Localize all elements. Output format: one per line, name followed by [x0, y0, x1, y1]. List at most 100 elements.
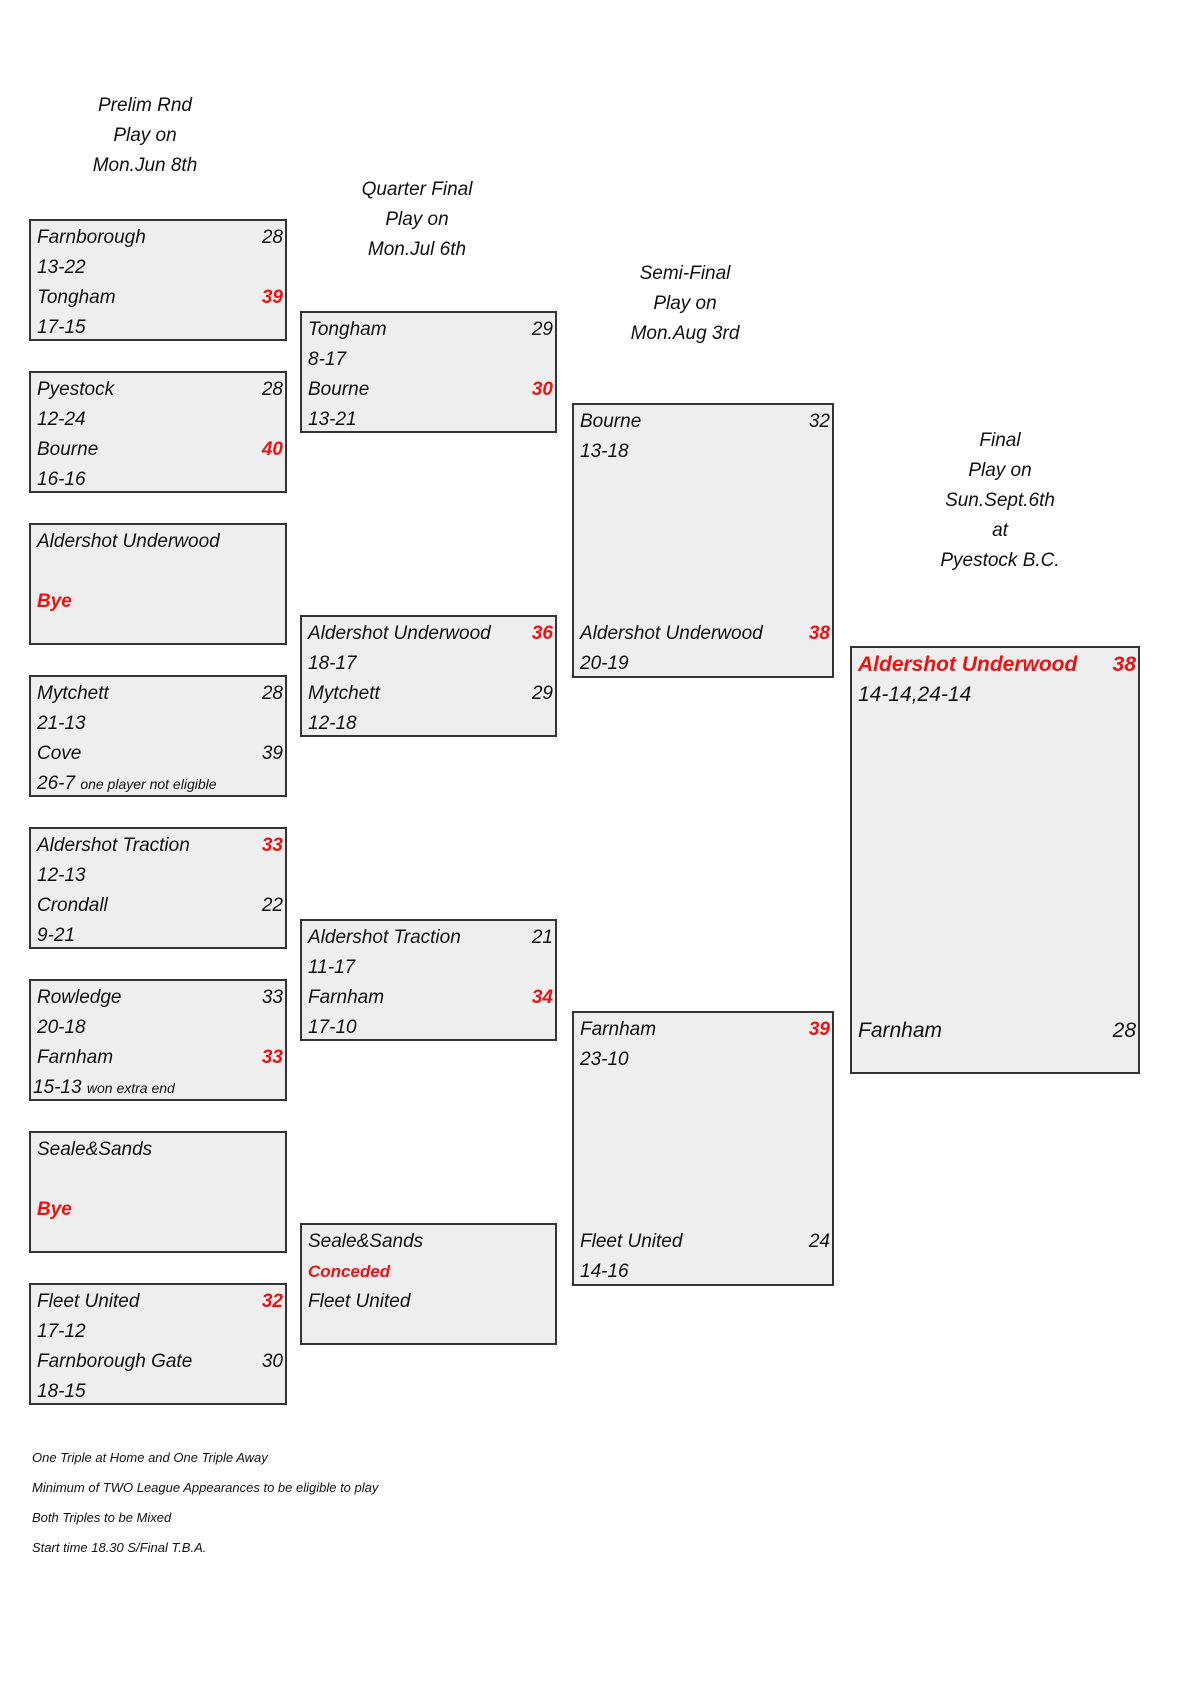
- team-name: Mytchett: [37, 683, 109, 704]
- team-name: Pyestock: [37, 379, 115, 400]
- team-score: 29: [531, 319, 553, 340]
- rink-scores: 13-21: [308, 409, 357, 430]
- prelim-heading-line: Play on: [113, 125, 177, 146]
- match-note: one player not eligible: [80, 776, 217, 792]
- rink-scores: 12-18: [308, 713, 357, 734]
- quarter-heading-line: Play on: [385, 209, 449, 230]
- winning-score: 39: [808, 1019, 830, 1040]
- team-name: Cove: [37, 743, 82, 764]
- rink-scores: 23-10: [580, 1049, 629, 1070]
- rink-scores: 12-24: [37, 409, 86, 430]
- team-name: Tongham: [308, 319, 387, 340]
- quarter-match-1: Tongham 29 8-17 Bourne 30 13-21: [300, 311, 557, 433]
- final-heading-line: Final: [979, 430, 1021, 451]
- team-name: Aldershot Traction: [308, 927, 461, 948]
- winning-score: 30: [531, 379, 553, 400]
- final-winner-name: Aldershot Underwood: [858, 653, 1078, 676]
- semi-heading: Semi-Final Play on Mon.Aug 3rd: [595, 259, 775, 349]
- team-name: Aldershot Underwood: [37, 531, 220, 552]
- team-score: 22: [261, 895, 283, 916]
- team-name: Farnham: [37, 1047, 114, 1068]
- winning-score: 38: [808, 623, 830, 644]
- rink-scores: 21-13: [37, 713, 86, 734]
- rink-scores: 13-18: [580, 441, 629, 462]
- footnote: Both Triples to be Mixed: [32, 1510, 172, 1525]
- team-name: Aldershot Underwood: [308, 623, 491, 644]
- final-heading-line: Sun.Sept.6th: [945, 490, 1055, 511]
- team-name: Aldershot Traction: [37, 835, 190, 856]
- rink-scores: 14-14,24-14: [858, 683, 972, 706]
- team-name: Rowledge: [37, 987, 122, 1008]
- rink-scores: 12-13: [37, 865, 86, 886]
- bye-label: Bye: [37, 1199, 72, 1220]
- winning-score: 34: [531, 987, 553, 1008]
- team-score: 21: [531, 927, 553, 948]
- winning-score: 39: [261, 287, 283, 308]
- team-name: Bourne: [308, 379, 370, 400]
- winning-score: 32: [261, 1291, 283, 1312]
- rink-scores: 14-16: [580, 1261, 629, 1282]
- team-name: Aldershot Underwood: [580, 623, 763, 644]
- team-name: Seale&Sands: [308, 1231, 424, 1252]
- rink-scores: 17-10: [308, 1017, 357, 1038]
- team-name: Crondall: [37, 895, 108, 916]
- prelim-match-7: Seale&Sands Bye: [29, 1131, 287, 1253]
- team-name: Farnborough Gate: [37, 1351, 193, 1372]
- team-name: Bourne: [37, 439, 99, 460]
- team-score: 39: [261, 743, 283, 764]
- semi-heading-line: Play on: [653, 293, 717, 314]
- final-heading-line: Pyestock B.C.: [940, 550, 1060, 571]
- team-name: Seale&Sands: [37, 1139, 153, 1160]
- winning-score: 36: [531, 623, 553, 644]
- team-name: Farnborough: [37, 227, 146, 248]
- semi-match-2: Farnham 39 23-10 Fleet United 24 14-16: [572, 1011, 834, 1286]
- prelim-match-5: Aldershot Traction 33 12-13 Crondall 22 9-…: [29, 827, 287, 949]
- quarter-heading-line: Mon.Jul 6th: [367, 239, 467, 260]
- rink-scores: 20-18: [37, 1017, 86, 1038]
- conceded-label: Conceded: [308, 1262, 391, 1281]
- footnote: Minimum of TWO League Appearances to be …: [32, 1480, 379, 1495]
- team-name: Fleet United: [308, 1291, 411, 1312]
- rink-scores: 26-7: [37, 773, 76, 794]
- team-score: 28: [261, 379, 283, 400]
- semi-heading-line: Mon.Aug 3rd: [630, 323, 740, 344]
- semi-heading-line: Semi-Final: [639, 263, 731, 284]
- team-name: Fleet United: [580, 1231, 683, 1252]
- footnote: Start time 18.30 S/Final T.B.A.: [32, 1540, 207, 1555]
- final-heading-line: at: [992, 520, 1008, 541]
- rink-scores: 8-17: [308, 349, 347, 370]
- rink-scores: 15-13: [33, 1077, 82, 1098]
- rink-scores: 11-17: [308, 957, 356, 978]
- rink-scores: 18-15: [37, 1381, 86, 1402]
- team-score: 24: [808, 1231, 830, 1252]
- final-heading-line: Play on: [968, 460, 1032, 481]
- rink-scores: 17-12: [37, 1321, 86, 1342]
- team-score: 28: [261, 227, 283, 248]
- rink-scores: 9-21: [37, 925, 76, 946]
- team-score: 28: [1112, 1019, 1136, 1042]
- winning-score: 38: [1112, 653, 1136, 676]
- bye-label: Bye: [37, 591, 72, 612]
- team-name: Farnham: [580, 1019, 657, 1040]
- team-name: Fleet United: [37, 1291, 140, 1312]
- winning-score: 33: [261, 835, 283, 856]
- rink-scores: 18-17: [308, 653, 357, 674]
- quarter-heading-line: Quarter Final: [361, 179, 473, 200]
- match-note: won extra end: [86, 1080, 175, 1096]
- quarter-match-4: Seale&Sands Conceded Fleet United: [300, 1223, 557, 1345]
- prelim-heading-line: Mon.Jun 8th: [92, 155, 198, 176]
- team-score: 30: [261, 1351, 283, 1372]
- prelim-heading-line: Prelim Rnd: [98, 95, 192, 116]
- winning-score: 33: [261, 1047, 283, 1068]
- team-score: 32: [808, 411, 830, 432]
- team-name: Bourne: [580, 411, 642, 432]
- final-heading: Final Play on Sun.Sept.6th at Pyestock B…: [900, 426, 1100, 576]
- team-score: 29: [531, 683, 553, 704]
